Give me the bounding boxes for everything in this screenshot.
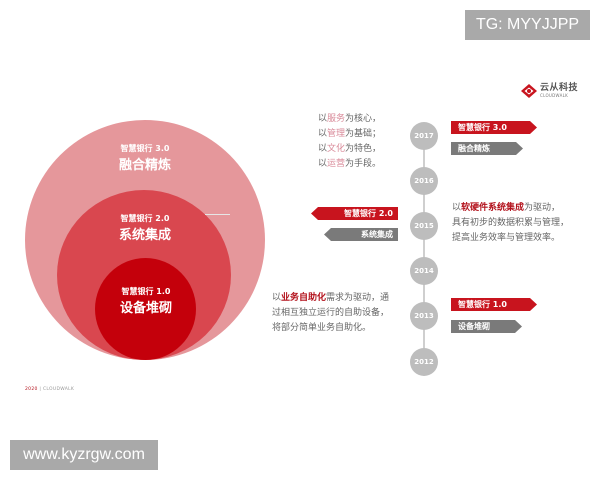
circle-main-2: 系统集成: [118, 228, 171, 243]
footer: 2020 | CLOUDWALK: [25, 387, 74, 392]
description-v3: 以服务为核心， 以管理为基础； 以文化为特色， 以运营为手段。: [318, 112, 381, 172]
logo-name-en: CLOUDWALK: [540, 93, 569, 98]
logo-name-cn: 云从科技: [540, 83, 579, 93]
footer-brand: CLOUDWALK: [42, 387, 75, 392]
cloudwalk-logo: 云从科技 CLOUDWALK: [521, 84, 578, 98]
watermark-url: www.kyzrgw.com: [10, 440, 158, 470]
desc-v3-line: 以服务为核心，: [318, 114, 382, 124]
tag-title-v3: 智慧银行 3.0: [451, 121, 537, 134]
tag-label-v1: 设备堆砌: [451, 320, 522, 333]
timeline-node-2012: 2012: [410, 348, 438, 376]
tag-title-v2: 智慧银行 2.0: [311, 207, 398, 220]
timeline-node-2016: 2016: [410, 167, 438, 195]
desc-v3-line: 以管理为基础；: [318, 129, 382, 139]
tag-label-v3: 融合精炼: [451, 142, 523, 155]
desc-v3-line: 以文化为特色，: [318, 144, 382, 154]
watermark-tg: TG: MYYJJPP: [465, 10, 590, 40]
cloudwalk-logo-icon: [521, 84, 537, 98]
description-v2: 以软硬件系统集成为驱动， 具有初步的数据积累与管理， 提高业务效率与管理效率。: [452, 203, 570, 243]
circle-main-3: 融合精炼: [118, 158, 171, 173]
timeline-node-2014: 2014: [410, 257, 438, 285]
footer-year: 2020: [25, 387, 38, 392]
description-v1: 以业务自助化需求为驱动，通 过相互独立运行的自助设备， 将部分简单业务自助化。: [272, 293, 390, 333]
circle-sub-3: 智慧银行 3.0: [120, 144, 170, 153]
circle-label-3: 智慧银行 3.0 融合精炼: [85, 143, 205, 175]
tag-label-v2: 系统集成: [324, 228, 398, 241]
circle-sub-2: 智慧银行 2.0: [120, 214, 170, 223]
tag-title-v1: 智慧银行 1.0: [451, 298, 537, 311]
timeline-node-2015: 2015: [410, 212, 438, 240]
circle-label-2: 智慧银行 2.0 系统集成: [85, 213, 205, 245]
footer-separator: |: [39, 387, 42, 392]
divider: [205, 214, 230, 215]
timeline-node-2017: 2017: [410, 122, 438, 150]
circle-smart-bank-1: [95, 258, 196, 360]
timeline-node-2013: 2013: [410, 302, 438, 330]
desc-v3-line: 以运营为手段。: [318, 159, 382, 169]
circle-label-1: 智慧银行 1.0 设备堆砌: [86, 286, 206, 318]
circle-sub-1: 智慧银行 1.0: [121, 287, 171, 296]
circle-main-1: 设备堆砌: [119, 301, 172, 316]
timeline-line: [423, 128, 425, 364]
